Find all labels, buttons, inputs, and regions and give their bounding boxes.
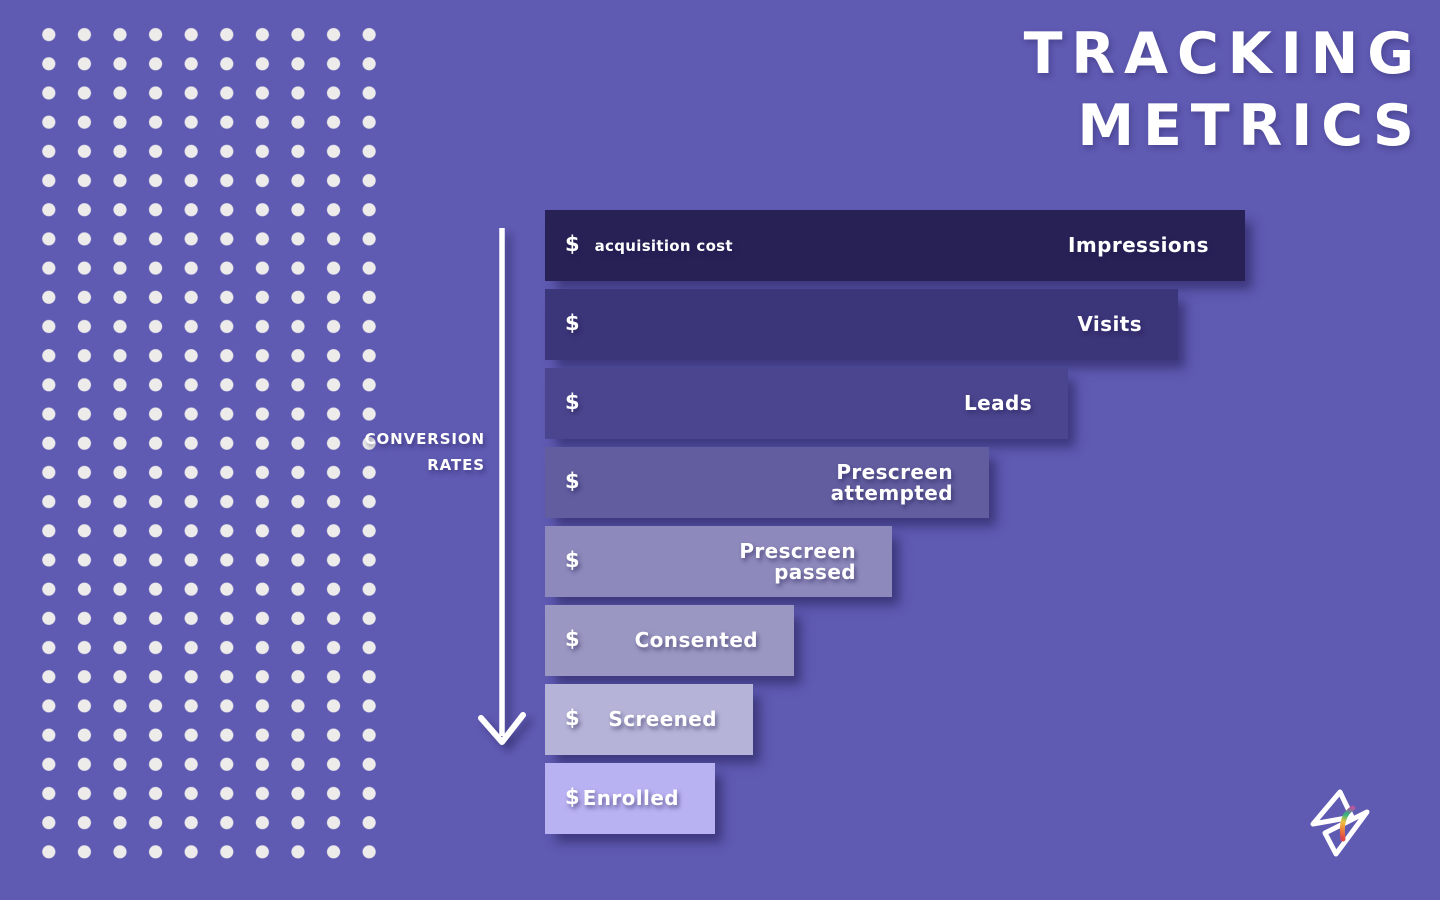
page-title: TRACKING METRICS (1024, 18, 1414, 162)
acquisition-cost-note: acquisition cost (594, 236, 733, 255)
funnel-bar-label: Enrolled (582, 786, 679, 810)
dollar-icon: $ (565, 705, 580, 730)
funnel-bar: $Enrolled (545, 763, 715, 834)
dollar-icon: $ (565, 547, 580, 572)
dollar-icon: $ (565, 389, 580, 414)
funnel-bar: $ Screened (545, 684, 753, 755)
funnel-bar-label: Prescreen passed (739, 538, 856, 584)
interlocking-loops-logo (1310, 789, 1370, 857)
funnel-bar: $ Leads (545, 368, 1068, 439)
dollar-icon: $ (565, 468, 580, 493)
funnel-bar: $ Visits (545, 289, 1178, 360)
down-arrow-icon (478, 228, 526, 745)
funnel-chart: $ acquisition cost Impressions $ Visits $ Lead… (545, 210, 1265, 850)
dollar-icon: $ (565, 310, 580, 335)
conversion-rates-line1: CONVERSION (364, 430, 485, 448)
conversion-rates-line2: RATES (427, 456, 485, 474)
page-title-line2: METRICS (1077, 93, 1423, 159)
funnel-bar-label: Consented (634, 628, 758, 652)
funnel-bar: $ Prescreen attempted (545, 447, 989, 518)
dollar-icon: $ (565, 231, 580, 256)
funnel-bar-label: Prescreen attempted (830, 459, 953, 505)
funnel-bar-label: Screened (608, 707, 717, 731)
funnel-bar: $ Consented (545, 605, 794, 676)
funnel-bar-label: Impressions (1068, 233, 1209, 257)
dot-pattern (31, 20, 388, 868)
dollar-icon: $ (565, 784, 580, 809)
funnel-bar: $ Prescreen passed (545, 526, 892, 597)
funnel-bar-label: Visits (1077, 312, 1142, 336)
funnel-bar: $ acquisition cost Impressions (545, 210, 1245, 281)
funnel-bar-label: Leads (963, 391, 1032, 415)
conversion-rates-label: CONVERSION RATES (365, 426, 485, 478)
dollar-icon: $ (565, 626, 580, 651)
page-title-line1: TRACKING (1023, 21, 1423, 87)
